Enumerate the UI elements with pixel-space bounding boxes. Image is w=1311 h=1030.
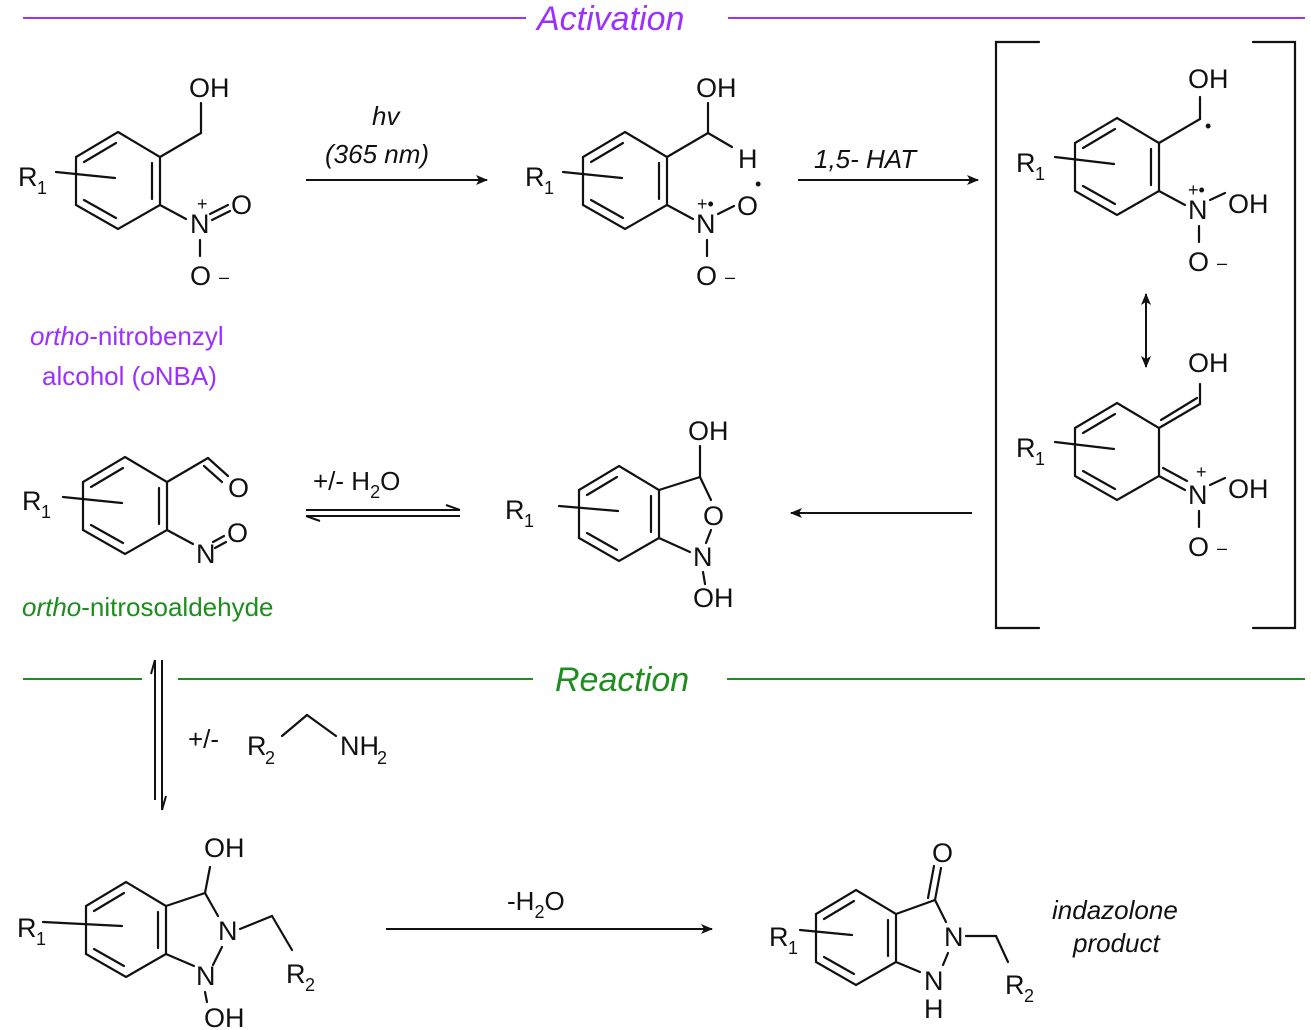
svg-text:O: O xyxy=(696,261,717,291)
svg-text:O: O xyxy=(228,473,249,503)
svg-text:OH: OH xyxy=(204,833,245,863)
hat-arrow: 1,5- HAT xyxy=(798,144,979,185)
svg-text:1: 1 xyxy=(41,502,51,522)
svg-text:+•: +• xyxy=(1188,180,1205,200)
svg-text:OH: OH xyxy=(696,73,737,103)
svg-text:O: O xyxy=(227,518,248,548)
svg-text:N: N xyxy=(693,542,713,572)
svg-text:R: R xyxy=(1016,433,1036,463)
svg-text:hv: hv xyxy=(372,101,401,131)
nitrosoaldehyde-label: ortho-nitrosoaldehyde xyxy=(22,592,274,622)
svg-text:+: + xyxy=(197,194,208,214)
svg-text:OH: OH xyxy=(688,416,729,446)
svg-text:OH: OH xyxy=(189,73,230,103)
svg-text:–: – xyxy=(219,267,229,287)
svg-text:N: N xyxy=(196,539,216,569)
svg-text:1,5- HAT: 1,5- HAT xyxy=(814,144,918,174)
svg-text:OH: OH xyxy=(1188,64,1229,94)
svg-text:R: R xyxy=(286,959,306,989)
svg-text:NH: NH xyxy=(340,731,379,761)
svg-text:product: product xyxy=(1072,928,1161,958)
svg-text:+/-: +/- xyxy=(188,724,219,754)
svg-text:1: 1 xyxy=(544,178,554,198)
svg-text:(365 nm): (365 nm) xyxy=(325,139,429,169)
svg-text:O: O xyxy=(737,191,758,221)
svg-text:alcohol (oNBA): alcohol (oNBA) xyxy=(42,361,217,391)
svg-text:R: R xyxy=(525,162,545,192)
reaction-title: Reaction xyxy=(555,661,689,699)
svg-text:1: 1 xyxy=(36,929,46,949)
svg-text:R: R xyxy=(247,731,267,761)
svg-text:R: R xyxy=(17,913,37,943)
photolysis-arrow: hv (365 nm) xyxy=(306,101,488,185)
svg-text:R: R xyxy=(1016,148,1036,178)
svg-text:N: N xyxy=(924,966,944,996)
svg-text:O: O xyxy=(231,190,252,220)
svg-text:R: R xyxy=(505,495,525,525)
svg-text:O: O xyxy=(1188,532,1209,562)
svg-text:R: R xyxy=(769,922,789,952)
svg-text:N: N xyxy=(696,209,716,239)
svg-text:OH: OH xyxy=(1228,189,1269,219)
svg-text:O: O xyxy=(190,261,211,291)
svg-text:N: N xyxy=(190,209,210,239)
svg-text:R: R xyxy=(18,162,38,192)
svg-text:–: – xyxy=(725,267,735,287)
amine-equilibrium: +/- R2 NH2 xyxy=(150,659,387,811)
svg-text:2: 2 xyxy=(1024,986,1034,1006)
svg-text:1: 1 xyxy=(788,938,798,958)
svg-text:N: N xyxy=(218,916,238,946)
svg-text:•: • xyxy=(1205,116,1211,136)
svg-text:N: N xyxy=(1188,480,1208,510)
activation-title: Activation xyxy=(535,0,684,38)
svg-text:+•: +• xyxy=(697,194,714,214)
svg-text:O: O xyxy=(703,501,724,531)
svg-text:1: 1 xyxy=(1035,449,1045,469)
svg-text:-H2O: -H2O xyxy=(507,886,565,922)
svg-text:2: 2 xyxy=(265,748,275,768)
svg-text:2: 2 xyxy=(305,975,315,995)
dehydration-arrow: -H2O xyxy=(386,886,713,934)
svg-text:N: N xyxy=(196,961,216,991)
svg-text:OH: OH xyxy=(693,583,734,613)
svg-text:OH: OH xyxy=(204,1003,245,1030)
activation-header: Activation xyxy=(23,0,1305,38)
svg-text:+: + xyxy=(1196,462,1207,482)
resonance-bracket xyxy=(994,40,1297,630)
svg-text:R: R xyxy=(22,486,42,516)
svg-text:H: H xyxy=(924,994,944,1024)
svg-text:N: N xyxy=(1188,195,1208,225)
svg-text:1: 1 xyxy=(524,511,534,531)
svg-text:O: O xyxy=(1188,247,1209,277)
svg-text:•: • xyxy=(755,174,761,194)
svg-text:OH: OH xyxy=(1228,474,1269,504)
svg-text:O: O xyxy=(932,838,953,868)
onba-label: ortho-nitrobenzyl xyxy=(30,321,224,351)
reaction-header: Reaction xyxy=(23,661,1305,699)
svg-text:1: 1 xyxy=(37,178,47,198)
svg-text:2: 2 xyxy=(377,748,387,768)
svg-text:+/- H2O: +/- H2O xyxy=(313,466,400,502)
svg-text:–: – xyxy=(1217,253,1227,273)
hydration-equilibrium: +/- H2O xyxy=(305,466,461,522)
svg-text:N: N xyxy=(944,922,964,952)
product-label: indazolone xyxy=(1052,895,1178,925)
svg-text:OH: OH xyxy=(1188,348,1229,378)
svg-text:–: – xyxy=(1217,538,1227,558)
svg-text:H: H xyxy=(738,144,758,174)
svg-text:R: R xyxy=(1005,970,1025,1000)
svg-text:1: 1 xyxy=(1035,164,1045,184)
